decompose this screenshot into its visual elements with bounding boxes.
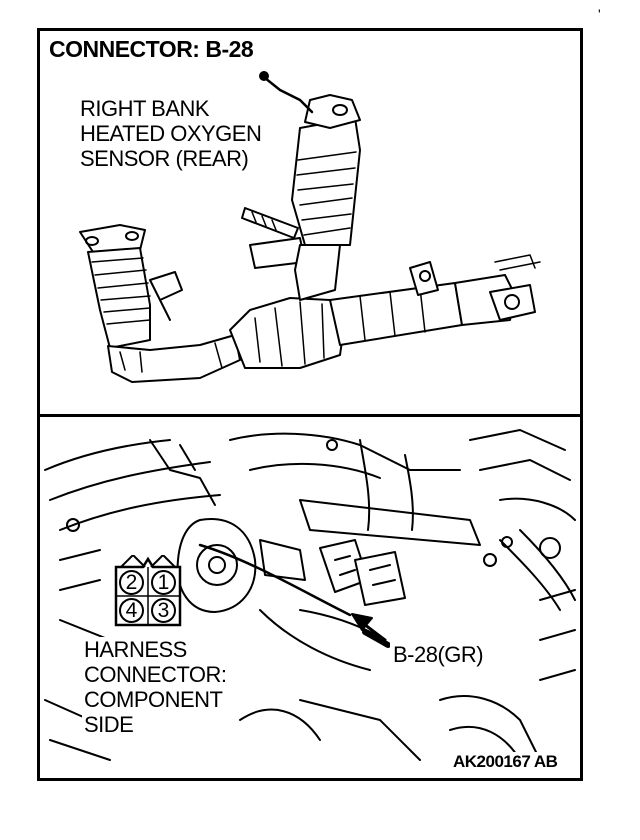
sensor-label-line-3: SENSOR (REAR): [80, 146, 249, 171]
harness-label-line-2: CONNECTOR:: [84, 662, 227, 687]
sensor-label-line-1: RIGHT BANK: [80, 96, 210, 121]
connector-title: CONNECTOR: B-28: [49, 36, 254, 62]
pin-1: 1: [151, 570, 176, 595]
pin-4: 4: [119, 598, 144, 623]
panel-divider: [37, 414, 583, 417]
harness-label-line-4: SIDE: [84, 712, 134, 737]
sensor-label: RIGHT BANK HEATED OXYGEN SENSOR (REAR): [80, 96, 262, 171]
engine-compartment-drawing: [44, 429, 576, 761]
pin-3: 3: [151, 598, 176, 623]
harness-label: HARNESS CONNECTOR: COMPONENT SIDE: [82, 637, 231, 739]
harness-connector-icon: 2 1 4 3: [113, 555, 183, 635]
pin-2: 2: [119, 570, 144, 595]
connector-callout: B-28(GR): [390, 642, 487, 667]
harness-label-line-3: COMPONENT: [84, 687, 223, 712]
figure-code: AK200167 AB: [451, 752, 560, 772]
connector-outline: [114, 555, 182, 627]
sensor-label-line-2: HEATED OXYGEN: [80, 121, 262, 146]
corner-mark: ': [598, 6, 601, 22]
exhaust-assembly-drawing: [79, 71, 541, 383]
harness-label-line-1: HARNESS: [84, 637, 187, 662]
